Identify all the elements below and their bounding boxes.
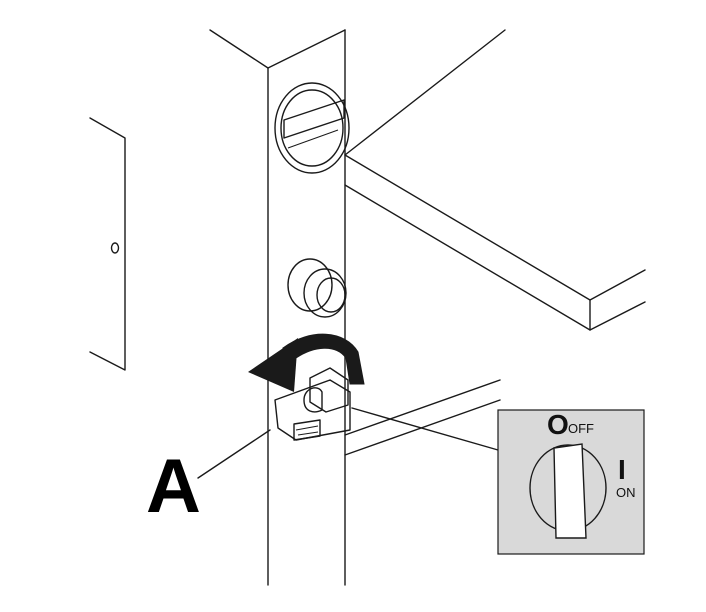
on-symbol: I	[618, 454, 626, 485]
shelf-frame	[344, 29, 646, 456]
callout-a: A	[146, 429, 271, 529]
on-label: ON	[616, 485, 636, 500]
rotate-arrow-icon	[248, 333, 365, 392]
slotted-knob	[274, 82, 350, 174]
round-button	[287, 258, 347, 318]
door-panel	[89, 117, 126, 371]
off-symbol: O	[547, 409, 569, 440]
switch-lever	[553, 443, 587, 539]
callout-a-label: A	[146, 444, 201, 529]
rotary-switch-knob-icon	[274, 367, 351, 441]
detail-leader-line	[351, 407, 499, 451]
switch-detail-panel: O OFF I ON	[497, 409, 645, 555]
vertical-post	[209, 29, 346, 586]
off-label: OFF	[568, 421, 594, 436]
door-hole	[110, 242, 120, 254]
